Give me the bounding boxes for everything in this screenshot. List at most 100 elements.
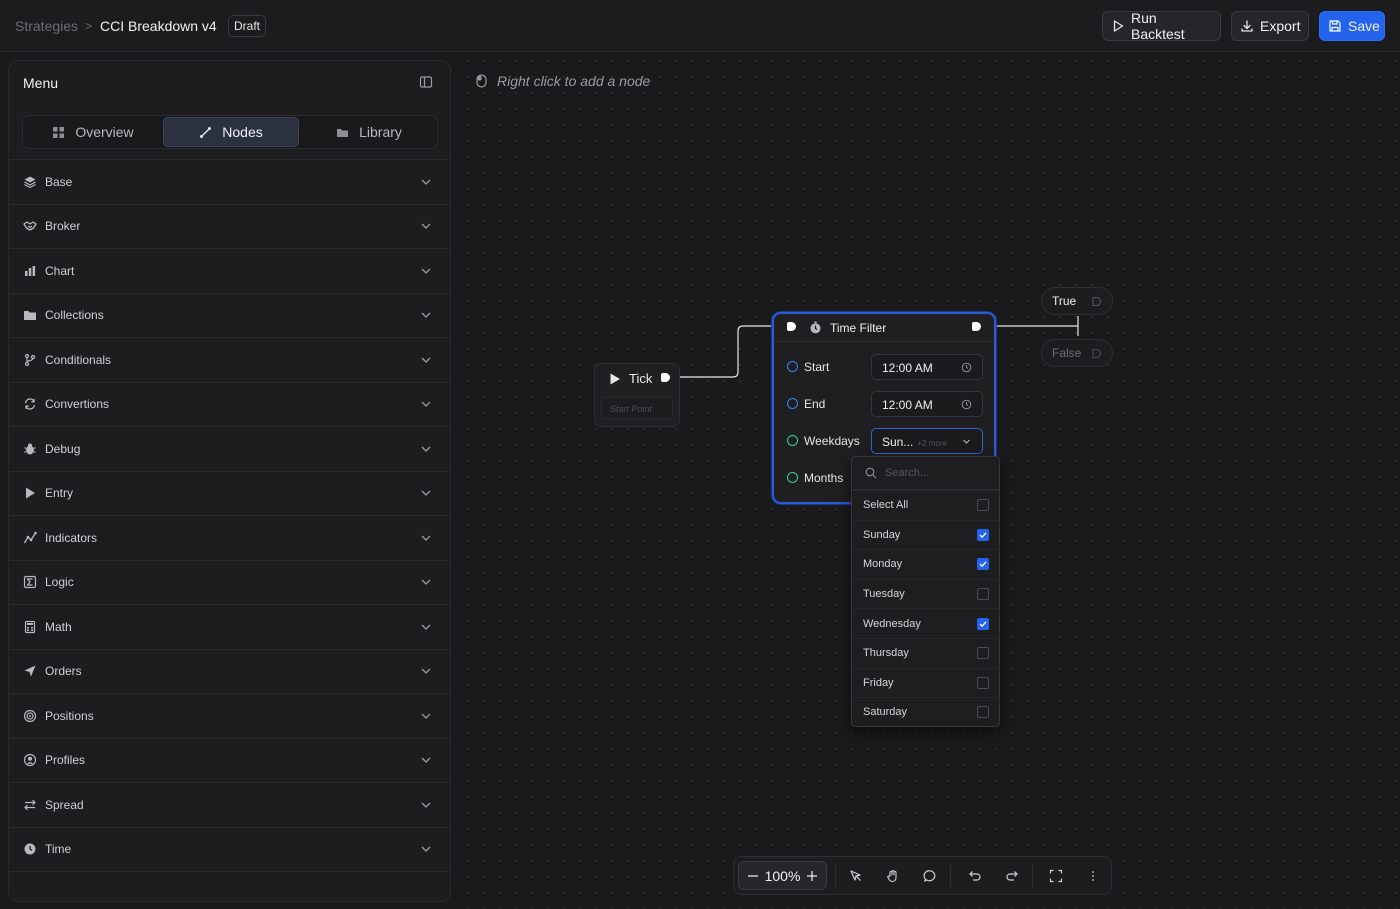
- option-label: Tuesday: [863, 588, 905, 601]
- time-filter-input-handle[interactable]: [787, 322, 796, 331]
- category-list-end: [9, 871, 450, 901]
- false-output[interactable]: False: [1041, 339, 1113, 367]
- category-label: Spread: [45, 797, 84, 812]
- weekdays-more-count: +2 more: [917, 439, 947, 448]
- checkbox[interactable]: [977, 588, 989, 601]
- strategy-name: CCI Breakdown v4: [100, 18, 217, 34]
- end-time-value: 12:00 AM: [882, 398, 933, 412]
- option-thursday[interactable]: Thursday: [852, 638, 999, 668]
- category-convertions[interactable]: Convertions: [9, 381, 450, 427]
- end-time-input[interactable]: 12:00 AM: [871, 391, 983, 417]
- tick-output-handle[interactable]: [661, 373, 670, 382]
- category-base[interactable]: Base: [9, 159, 450, 204]
- category-collections[interactable]: Collections: [9, 292, 450, 338]
- checkbox-checked[interactable]: [977, 528, 989, 541]
- category-positions[interactable]: Positions: [9, 693, 450, 738]
- save-button[interactable]: Save: [1319, 11, 1385, 41]
- comment-icon[interactable]: [923, 869, 937, 883]
- user-circle-icon: [23, 753, 37, 767]
- category-logic[interactable]: Logic: [9, 559, 450, 605]
- export-label: Export: [1260, 18, 1301, 34]
- option-label: Saturday: [863, 706, 908, 719]
- category-label: Logic: [45, 575, 74, 590]
- weekdays-label: Weekdays: [804, 434, 860, 448]
- menu-title: Menu: [23, 75, 59, 91]
- weekdays-dropdown: Search... Select All Sunday Monday Tuesd…: [851, 456, 1000, 727]
- category-entry[interactable]: Entry: [9, 470, 450, 516]
- toolbar-divider: [950, 865, 951, 887]
- category-debug[interactable]: Debug: [9, 426, 450, 471]
- git-branch-icon: [23, 353, 37, 367]
- category-chart[interactable]: Chart: [9, 248, 450, 293]
- option-select-all[interactable]: Select All: [852, 490, 999, 520]
- chevron-down-icon: [420, 487, 432, 499]
- fit-view-icon[interactable]: [1049, 869, 1063, 883]
- toolbar-divider: [1032, 865, 1033, 887]
- menu-tabs: Overview Nodes Library: [22, 115, 438, 149]
- tab-library[interactable]: Library: [301, 117, 437, 147]
- chevron-down-icon: [420, 309, 432, 321]
- folder-icon: [336, 126, 349, 139]
- checkbox-checked[interactable]: [977, 617, 989, 630]
- months-label: Months: [804, 471, 844, 485]
- target-icon: [23, 709, 37, 723]
- option-wednesday[interactable]: Wednesday: [852, 608, 999, 638]
- category-label: Entry: [45, 486, 74, 501]
- category-label: Debug: [45, 441, 81, 456]
- export-button[interactable]: Export: [1231, 11, 1309, 41]
- send-icon: [23, 664, 37, 678]
- end-input-handle[interactable]: [787, 398, 798, 409]
- category-time[interactable]: Time: [9, 826, 450, 872]
- weekdays-input-handle[interactable]: [787, 435, 798, 446]
- time-filter-output-handle[interactable]: [972, 322, 981, 331]
- sidebar-toggle-icon[interactable]: [419, 75, 433, 89]
- stopwatch-icon: [809, 321, 822, 334]
- category-broker[interactable]: Broker: [9, 203, 450, 249]
- pointer-select-icon[interactable]: [849, 869, 863, 883]
- option-label: Sunday: [863, 528, 901, 541]
- run-backtest-button[interactable]: Run Backtest: [1102, 10, 1221, 42]
- option-monday[interactable]: Monday: [852, 549, 999, 579]
- zoom-in-icon[interactable]: [806, 870, 818, 882]
- category-profiles[interactable]: Profiles: [9, 737, 450, 783]
- option-sunday[interactable]: Sunday: [852, 519, 999, 550]
- option-saturday[interactable]: Saturday: [852, 697, 999, 727]
- months-input-handle[interactable]: [787, 472, 798, 483]
- zoom-level: 100%: [764, 867, 801, 884]
- more-vertical-icon[interactable]: [1086, 869, 1100, 883]
- checkbox[interactable]: [977, 706, 989, 719]
- chevron-down-icon: [420, 576, 432, 588]
- category-math[interactable]: Math: [9, 604, 450, 649]
- undo-icon[interactable]: [968, 869, 982, 883]
- start-input-handle[interactable]: [787, 361, 798, 372]
- zoom-out-icon[interactable]: [747, 870, 759, 882]
- redo-icon[interactable]: [1005, 869, 1019, 883]
- category-conditionals[interactable]: Conditionals: [9, 337, 450, 382]
- checkbox[interactable]: [977, 499, 989, 512]
- checkbox[interactable]: [977, 647, 989, 660]
- checkbox-checked[interactable]: [977, 558, 989, 571]
- option-friday[interactable]: Friday: [852, 667, 999, 698]
- checkbox[interactable]: [977, 676, 989, 689]
- hand-pan-icon[interactable]: [886, 869, 900, 883]
- category-orders[interactable]: Orders: [9, 648, 450, 694]
- weekdays-select[interactable]: Sun...+2 more: [871, 428, 983, 454]
- save-label: Save: [1348, 18, 1380, 34]
- breadcrumb-strategies[interactable]: Strategies: [15, 18, 79, 34]
- option-label: Wednesday: [863, 617, 921, 630]
- category-spread[interactable]: Spread: [9, 782, 450, 827]
- zoom-control: 100%: [738, 861, 827, 890]
- category-indicators[interactable]: Indicators: [9, 515, 450, 560]
- tab-overview[interactable]: Overview: [24, 117, 162, 147]
- tab-nodes[interactable]: Nodes: [163, 117, 299, 147]
- true-label: True: [1052, 294, 1077, 308]
- mouse-icon: [476, 74, 487, 88]
- chevron-down-icon: [420, 754, 432, 766]
- chevron-down-icon: [420, 532, 432, 544]
- output-port-icon: [1092, 296, 1102, 307]
- true-output[interactable]: True: [1041, 287, 1113, 315]
- dropdown-search-input[interactable]: Search...: [852, 457, 999, 490]
- option-tuesday[interactable]: Tuesday: [852, 578, 999, 609]
- breadcrumb-separator: >: [85, 19, 93, 33]
- start-time-input[interactable]: 12:00 AM: [871, 354, 983, 380]
